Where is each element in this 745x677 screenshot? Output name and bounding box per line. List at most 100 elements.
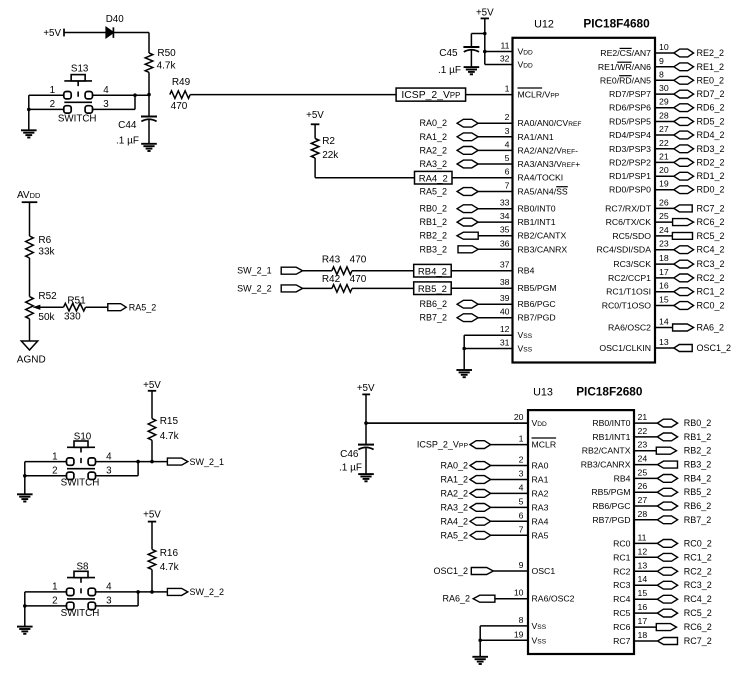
svg-text:SWITCH: SWITCH <box>61 478 100 489</box>
svg-text:VSS: VSS <box>518 344 533 354</box>
svg-text:RB7/PGD: RB7/PGD <box>518 313 556 323</box>
svg-text:33: 33 <box>500 198 510 208</box>
svg-text:RC7/RX/DT: RC7/RX/DT <box>605 203 652 213</box>
svg-text:RC1_2: RC1_2 <box>697 287 725 297</box>
svg-text:RB5_2: RB5_2 <box>418 284 447 295</box>
svg-text:RE2_2: RE2_2 <box>697 48 725 58</box>
svg-text:OSC1_2: OSC1_2 <box>697 343 732 353</box>
svg-text:RA5: RA5 <box>532 530 549 540</box>
svg-text:RA2_2: RA2_2 <box>440 488 468 498</box>
svg-text:RC7_2: RC7_2 <box>684 636 712 646</box>
svg-text:RA1_2: RA1_2 <box>419 132 447 142</box>
svg-text:RC6_2: RC6_2 <box>697 217 725 227</box>
svg-text:.1 µF: .1 µF <box>438 65 461 76</box>
svg-text:RB1/INT1: RB1/INT1 <box>592 432 630 442</box>
svg-text:RA3: RA3 <box>532 502 549 512</box>
svg-text:RD2_2: RD2_2 <box>697 157 725 167</box>
svg-text:2: 2 <box>519 455 524 465</box>
svg-text:RA4_2: RA4_2 <box>419 173 448 184</box>
svg-text:RD7_2: RD7_2 <box>697 89 725 99</box>
svg-text:28: 28 <box>638 509 648 519</box>
svg-text:RB5/PGM: RB5/PGM <box>518 283 557 293</box>
svg-text:27: 27 <box>659 124 669 134</box>
svg-text:RA4/TOCKI: RA4/TOCKI <box>518 173 564 183</box>
svg-text:3: 3 <box>103 99 109 110</box>
svg-text:15: 15 <box>638 588 648 598</box>
svg-text:RD6/PSP6: RD6/PSP6 <box>609 103 651 113</box>
svg-text:RA0_2: RA0_2 <box>419 118 447 128</box>
svg-text:13: 13 <box>638 560 648 570</box>
svg-text:VDD: VDD <box>518 47 534 57</box>
svg-text:RB2/CANTX: RB2/CANTX <box>518 231 567 241</box>
svg-text:22: 22 <box>638 426 648 436</box>
svg-text:16: 16 <box>638 602 648 612</box>
svg-text:RA3_2: RA3_2 <box>419 159 447 169</box>
svg-text:PIC18F4680: PIC18F4680 <box>583 17 650 31</box>
svg-text:R2: R2 <box>322 136 335 147</box>
svg-text:2: 2 <box>52 466 57 477</box>
svg-text:39: 39 <box>500 293 510 303</box>
svg-text:RB4: RB4 <box>614 473 631 483</box>
svg-text:RA2_2: RA2_2 <box>419 145 447 155</box>
svg-text:19: 19 <box>514 629 524 639</box>
svg-text:RC6: RC6 <box>613 622 631 632</box>
svg-text:11: 11 <box>638 532 647 542</box>
svg-text:3: 3 <box>106 596 112 607</box>
svg-text:RD2/PSP2: RD2/PSP2 <box>609 157 651 167</box>
svg-text:RA1: RA1 <box>532 475 549 485</box>
svg-text:RD7/PSP7: RD7/PSP7 <box>609 89 651 99</box>
svg-text:470: 470 <box>350 254 367 265</box>
svg-text:R15: R15 <box>160 416 179 427</box>
svg-text:RC2/CCP1: RC2/CCP1 <box>608 273 651 283</box>
svg-text:RB0_2: RB0_2 <box>684 418 712 428</box>
svg-text:50k: 50k <box>38 312 55 323</box>
svg-text:40: 40 <box>500 307 510 317</box>
svg-text:ICSP_2_VPP: ICSP_2_VPP <box>401 90 460 101</box>
svg-text:SW_2_2: SW_2_2 <box>190 587 225 597</box>
svg-text:R6: R6 <box>38 235 51 246</box>
svg-text:RC7: RC7 <box>613 636 631 646</box>
svg-text:1: 1 <box>50 85 55 96</box>
svg-text:VDD: VDD <box>532 418 548 428</box>
svg-text:26: 26 <box>659 197 669 207</box>
svg-text:RB7/PGD: RB7/PGD <box>592 515 630 525</box>
svg-text:RB7_2: RB7_2 <box>419 313 447 323</box>
svg-text:RA0/AN0/CVREF: RA0/AN0/CVREF <box>518 118 582 128</box>
svg-text:9: 9 <box>519 560 524 570</box>
svg-text:7: 7 <box>519 524 524 534</box>
svg-text:RB3_2: RB3_2 <box>419 244 447 254</box>
svg-text:28: 28 <box>659 111 669 121</box>
svg-text:VDD: VDD <box>518 60 534 70</box>
svg-text:RA5/AN4/SS: RA5/AN4/SS <box>518 187 568 197</box>
svg-text:RC3: RC3 <box>613 580 631 590</box>
svg-text:31: 31 <box>500 338 510 348</box>
svg-text:R42: R42 <box>322 274 341 285</box>
svg-text:U13: U13 <box>533 387 553 399</box>
svg-text:C45: C45 <box>439 48 458 59</box>
svg-text:RA3/AN3/VREF+: RA3/AN3/VREF+ <box>518 159 581 169</box>
svg-text:35: 35 <box>500 225 510 235</box>
svg-text:6: 6 <box>519 510 524 520</box>
svg-text:RD0/PSP0: RD0/PSP0 <box>609 185 651 195</box>
svg-text:10: 10 <box>514 588 524 598</box>
svg-text:RE0/RD/AN5: RE0/RD/AN5 <box>600 75 651 85</box>
svg-text:D40: D40 <box>106 14 125 25</box>
svg-text:+5V: +5V <box>306 110 324 121</box>
svg-text:17: 17 <box>659 267 669 277</box>
svg-text:6: 6 <box>505 167 510 177</box>
svg-text:1: 1 <box>505 84 510 94</box>
svg-text:VSS: VSS <box>518 330 533 340</box>
svg-text:1: 1 <box>52 451 57 462</box>
svg-text:SWITCH: SWITCH <box>58 113 97 124</box>
svg-text:1: 1 <box>519 434 524 444</box>
svg-text:PIC18F2680: PIC18F2680 <box>576 385 643 399</box>
svg-text:RC3_2: RC3_2 <box>684 580 712 590</box>
svg-text:22: 22 <box>659 138 669 148</box>
svg-text:RC3/SCK: RC3/SCK <box>613 259 651 269</box>
svg-text:RB6_2: RB6_2 <box>419 299 447 309</box>
svg-text:RA3_2: RA3_2 <box>440 502 468 512</box>
svg-text:RA0_2: RA0_2 <box>440 461 468 471</box>
svg-text:RC6_2: RC6_2 <box>684 622 712 632</box>
svg-text:SW_2_1: SW_2_1 <box>190 457 225 467</box>
svg-text:RA1/AN1: RA1/AN1 <box>518 132 554 142</box>
